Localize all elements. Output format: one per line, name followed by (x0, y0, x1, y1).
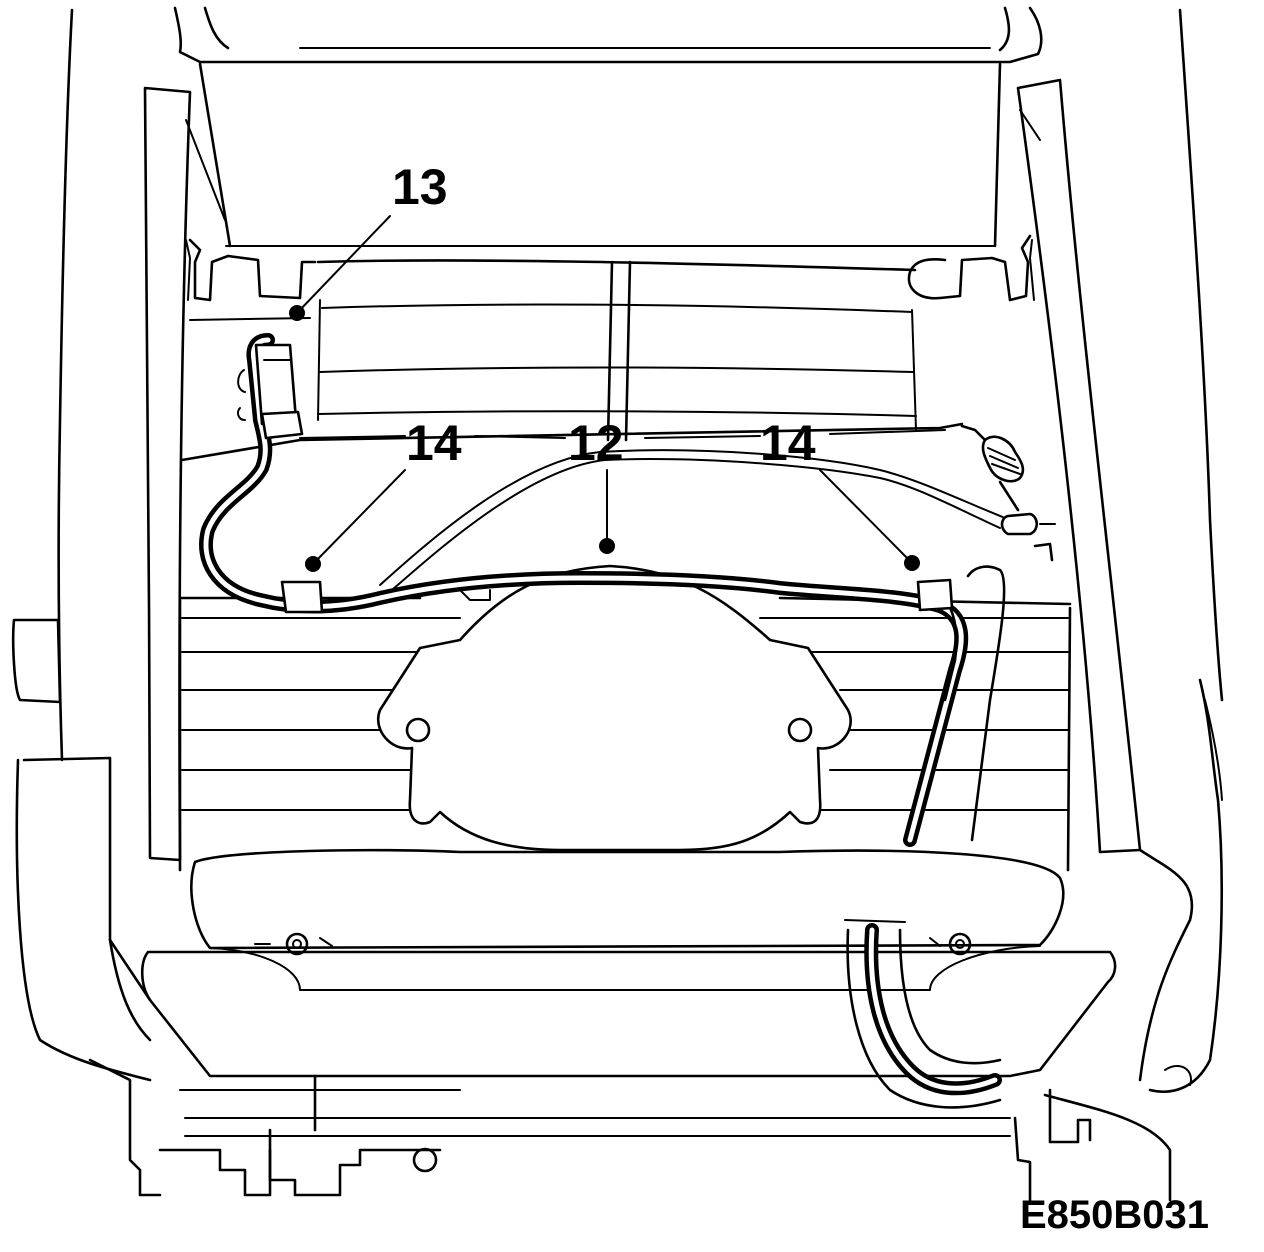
callout-14-left-label: 14 (406, 415, 462, 471)
reference-code: E850B031 (1020, 1193, 1209, 1237)
callout-labels: 13 14 12 14 (392, 159, 816, 471)
callout-12-dot (599, 538, 615, 554)
callout-13-dot (289, 305, 305, 321)
callout-14-right-dot (904, 555, 920, 571)
callout-leaders (289, 215, 946, 572)
callout-14-right-label: 14 (760, 415, 816, 471)
seat-rails (11, 618, 1224, 1202)
callout-12-label: 12 (568, 415, 624, 471)
heating-element-cover (377, 564, 852, 852)
right-connector (960, 424, 1056, 562)
heating-wires (379, 449, 1011, 601)
callout-14-left-dot (305, 556, 321, 572)
backrest-hinge (185, 234, 1035, 442)
wiring-harness (199, 333, 1006, 1109)
seat-pan (140, 848, 1117, 1078)
callout-13-label: 13 (392, 159, 448, 215)
seat-backrest (57, 6, 1224, 862)
